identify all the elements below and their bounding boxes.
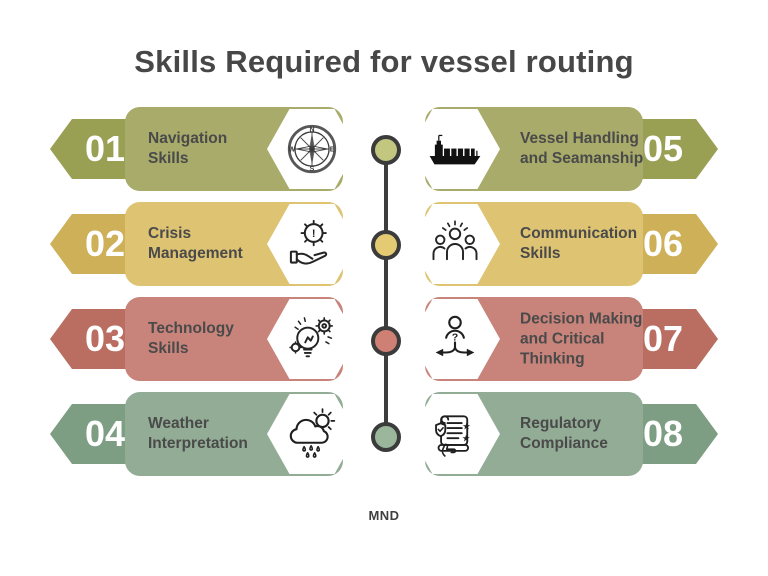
icon-hexagon: ★ ★	[410, 394, 500, 474]
item-number: 05	[642, 128, 684, 169]
compliance-scroll-icon: ★ ★	[435, 415, 471, 457]
page-title: Skills Required for vessel routing	[134, 44, 634, 79]
skill-item-03: 03 Technology Skills	[50, 297, 358, 381]
item-number: 01	[84, 128, 126, 169]
decision-arrows-icon: ?	[435, 315, 475, 357]
people-group-icon	[432, 220, 478, 261]
item-number: 03	[84, 318, 126, 359]
skill-item-07: 07 Decision Making and Critical Thinking…	[410, 297, 718, 381]
svg-text:!: !	[312, 228, 316, 240]
number-tag: 08	[618, 404, 718, 464]
svg-text:★: ★	[462, 434, 470, 444]
cargo-ship-icon	[429, 134, 481, 165]
item-number: 07	[642, 318, 684, 359]
compass-icon: N S W E	[287, 124, 337, 174]
item-label: Technology Skills	[148, 320, 234, 357]
timeline-dot	[371, 422, 401, 452]
skill-item-01: 01 Navigation Skills N S W E	[50, 107, 358, 191]
skill-item-08: 08 Regulatory Compliance ★ ★	[410, 392, 718, 476]
timeline-dot	[371, 230, 401, 260]
skill-item-06: 06 Communication Skills	[410, 202, 718, 286]
item-number: 02	[84, 223, 126, 264]
skill-item-05: 05 Vessel Handling and Seamanship	[410, 107, 718, 191]
svg-text:★: ★	[462, 421, 470, 431]
timeline-dot	[371, 135, 401, 165]
item-label: Regulatory Compliance	[520, 415, 608, 452]
timeline-line	[384, 150, 388, 437]
item-label: Decision Making and Critical Thinking	[520, 310, 643, 367]
item-label: Navigation Skills	[148, 130, 228, 167]
item-label: Weather Interpretation	[148, 415, 248, 452]
skill-item-02: 02 Crisis Management !	[50, 202, 358, 286]
icon-hexagon	[267, 299, 357, 379]
item-number: 04	[84, 413, 126, 454]
lightbulb-gears-icon	[289, 317, 334, 358]
brand-text: MND	[368, 508, 400, 523]
svg-text:E: E	[330, 147, 335, 154]
item-label: Communication Skills	[520, 225, 638, 262]
weather-icon	[289, 408, 336, 458]
item-number: 06	[642, 223, 684, 264]
item-label: Crisis Management	[148, 225, 243, 262]
timeline-dot	[371, 326, 401, 356]
icon-hexagon: ?	[410, 299, 500, 379]
icon-hexagon	[267, 394, 357, 474]
svg-text:?: ?	[452, 332, 458, 344]
item-number: 08	[642, 413, 684, 454]
svg-text:S: S	[310, 166, 315, 173]
skill-item-04: 04 Weather Interpretation	[50, 392, 358, 476]
svg-text:N: N	[309, 127, 314, 134]
gear-hand-icon: !	[289, 219, 328, 265]
item-label: Vessel Handling and Seamanship	[520, 130, 644, 167]
svg-text:W: W	[289, 147, 296, 154]
